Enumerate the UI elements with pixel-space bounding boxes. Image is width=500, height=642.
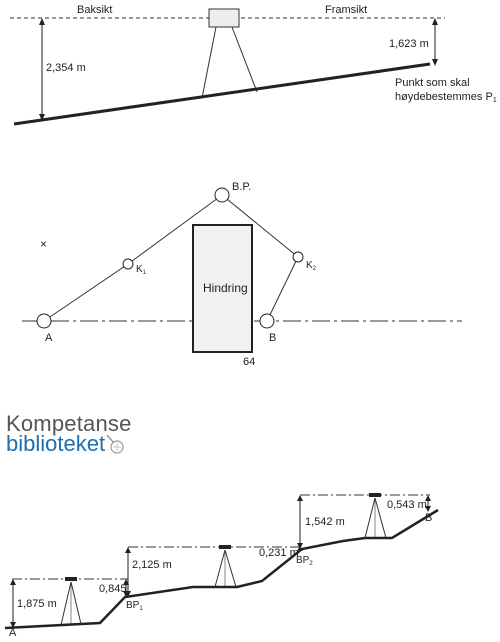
arrowhead [125, 591, 131, 597]
arrowhead [432, 18, 438, 25]
page-number: 64 [243, 356, 255, 368]
label-bp: B.P. [232, 181, 251, 193]
foresight-label: Framsikt [325, 4, 367, 16]
point-b-circle [259, 313, 275, 329]
reading-label-3: 2,125 m [132, 559, 172, 571]
arrowhead [10, 579, 16, 585]
arrowhead [432, 59, 438, 66]
logo-line1: Kompetanse [6, 411, 132, 436]
label-bp2: BP2 [296, 555, 313, 567]
cursor-hand-icon [106, 434, 124, 454]
tripod-leg [70, 581, 82, 625]
reading-label-5: 1,542 m [305, 516, 345, 528]
label-k2: K2 [306, 260, 317, 272]
reading-label-6: 0,543 m [387, 499, 427, 511]
label-a: A [45, 332, 53, 344]
label-a: A [9, 627, 17, 639]
terrain-profile [4, 508, 439, 630]
tripod-leg [60, 581, 72, 626]
tripod-leg [224, 549, 237, 588]
diagram-obstacle: × B.P. K1 K2 A B Hindring 64 [22, 181, 462, 368]
arrowhead [425, 495, 431, 501]
label-b: B [425, 512, 432, 524]
line-k1-bp [127, 194, 223, 265]
tripod-leg [364, 497, 376, 539]
backsight-label: Baksikt [77, 4, 112, 16]
obstacle-box [192, 224, 253, 353]
back-reading-value: 2,354 m [46, 62, 86, 74]
arrowhead [10, 622, 16, 628]
label-k1: K1 [136, 264, 147, 276]
level-instrument [208, 8, 240, 28]
point-k2-circle [292, 251, 304, 263]
diagram-single-setup: Baksikt Framsikt 2,354 m 1,623 m Punkt s… [10, 4, 497, 126]
marker-x: × [40, 237, 47, 251]
point-label-line2: høydebestemmes P1 [395, 91, 497, 104]
label-b: B [269, 332, 276, 344]
label-bp1: BP1 [126, 600, 143, 612]
tripod-leg-left [201, 26, 217, 99]
level-instrument-1 [65, 577, 77, 581]
level-instrument-3 [369, 493, 381, 497]
logo-line2-row: biblioteket [6, 433, 132, 455]
tripod-leg [374, 497, 387, 539]
ground-slope [13, 62, 431, 126]
point-a-circle [36, 313, 52, 329]
line-k2-b [266, 256, 299, 322]
point-label-line1: Punkt som skal [395, 77, 470, 89]
tripod-leg [214, 549, 226, 588]
point-k1-circle [122, 258, 134, 270]
arrowhead [297, 495, 303, 501]
arrowhead [39, 114, 45, 121]
logo-line2: biblioteket [6, 431, 106, 456]
arrowhead [125, 547, 131, 553]
obstacle-label: Hindring [203, 281, 248, 295]
line-bp-k2 [221, 194, 299, 258]
diagram-multi-setup: 1,875 m 0,845 2,125 m 0,231 m 1,542 m 0,… [4, 493, 439, 639]
reading-label-4: 0,231 m [259, 547, 299, 559]
point-bp-circle [214, 187, 230, 203]
arrowhead [39, 18, 45, 25]
level-instrument-2 [219, 545, 231, 549]
kompetansebiblioteket-logo: Kompetanse biblioteket [6, 413, 132, 455]
fore-reading-value: 1,623 m [389, 38, 429, 50]
reading-label-1: 1,875 m [17, 598, 57, 610]
line-a-k1 [43, 263, 129, 322]
arrowhead [297, 543, 303, 549]
arrowhead [425, 506, 431, 512]
reading-label-2: 0,845 [99, 583, 127, 595]
tripod-leg-right [231, 26, 258, 93]
